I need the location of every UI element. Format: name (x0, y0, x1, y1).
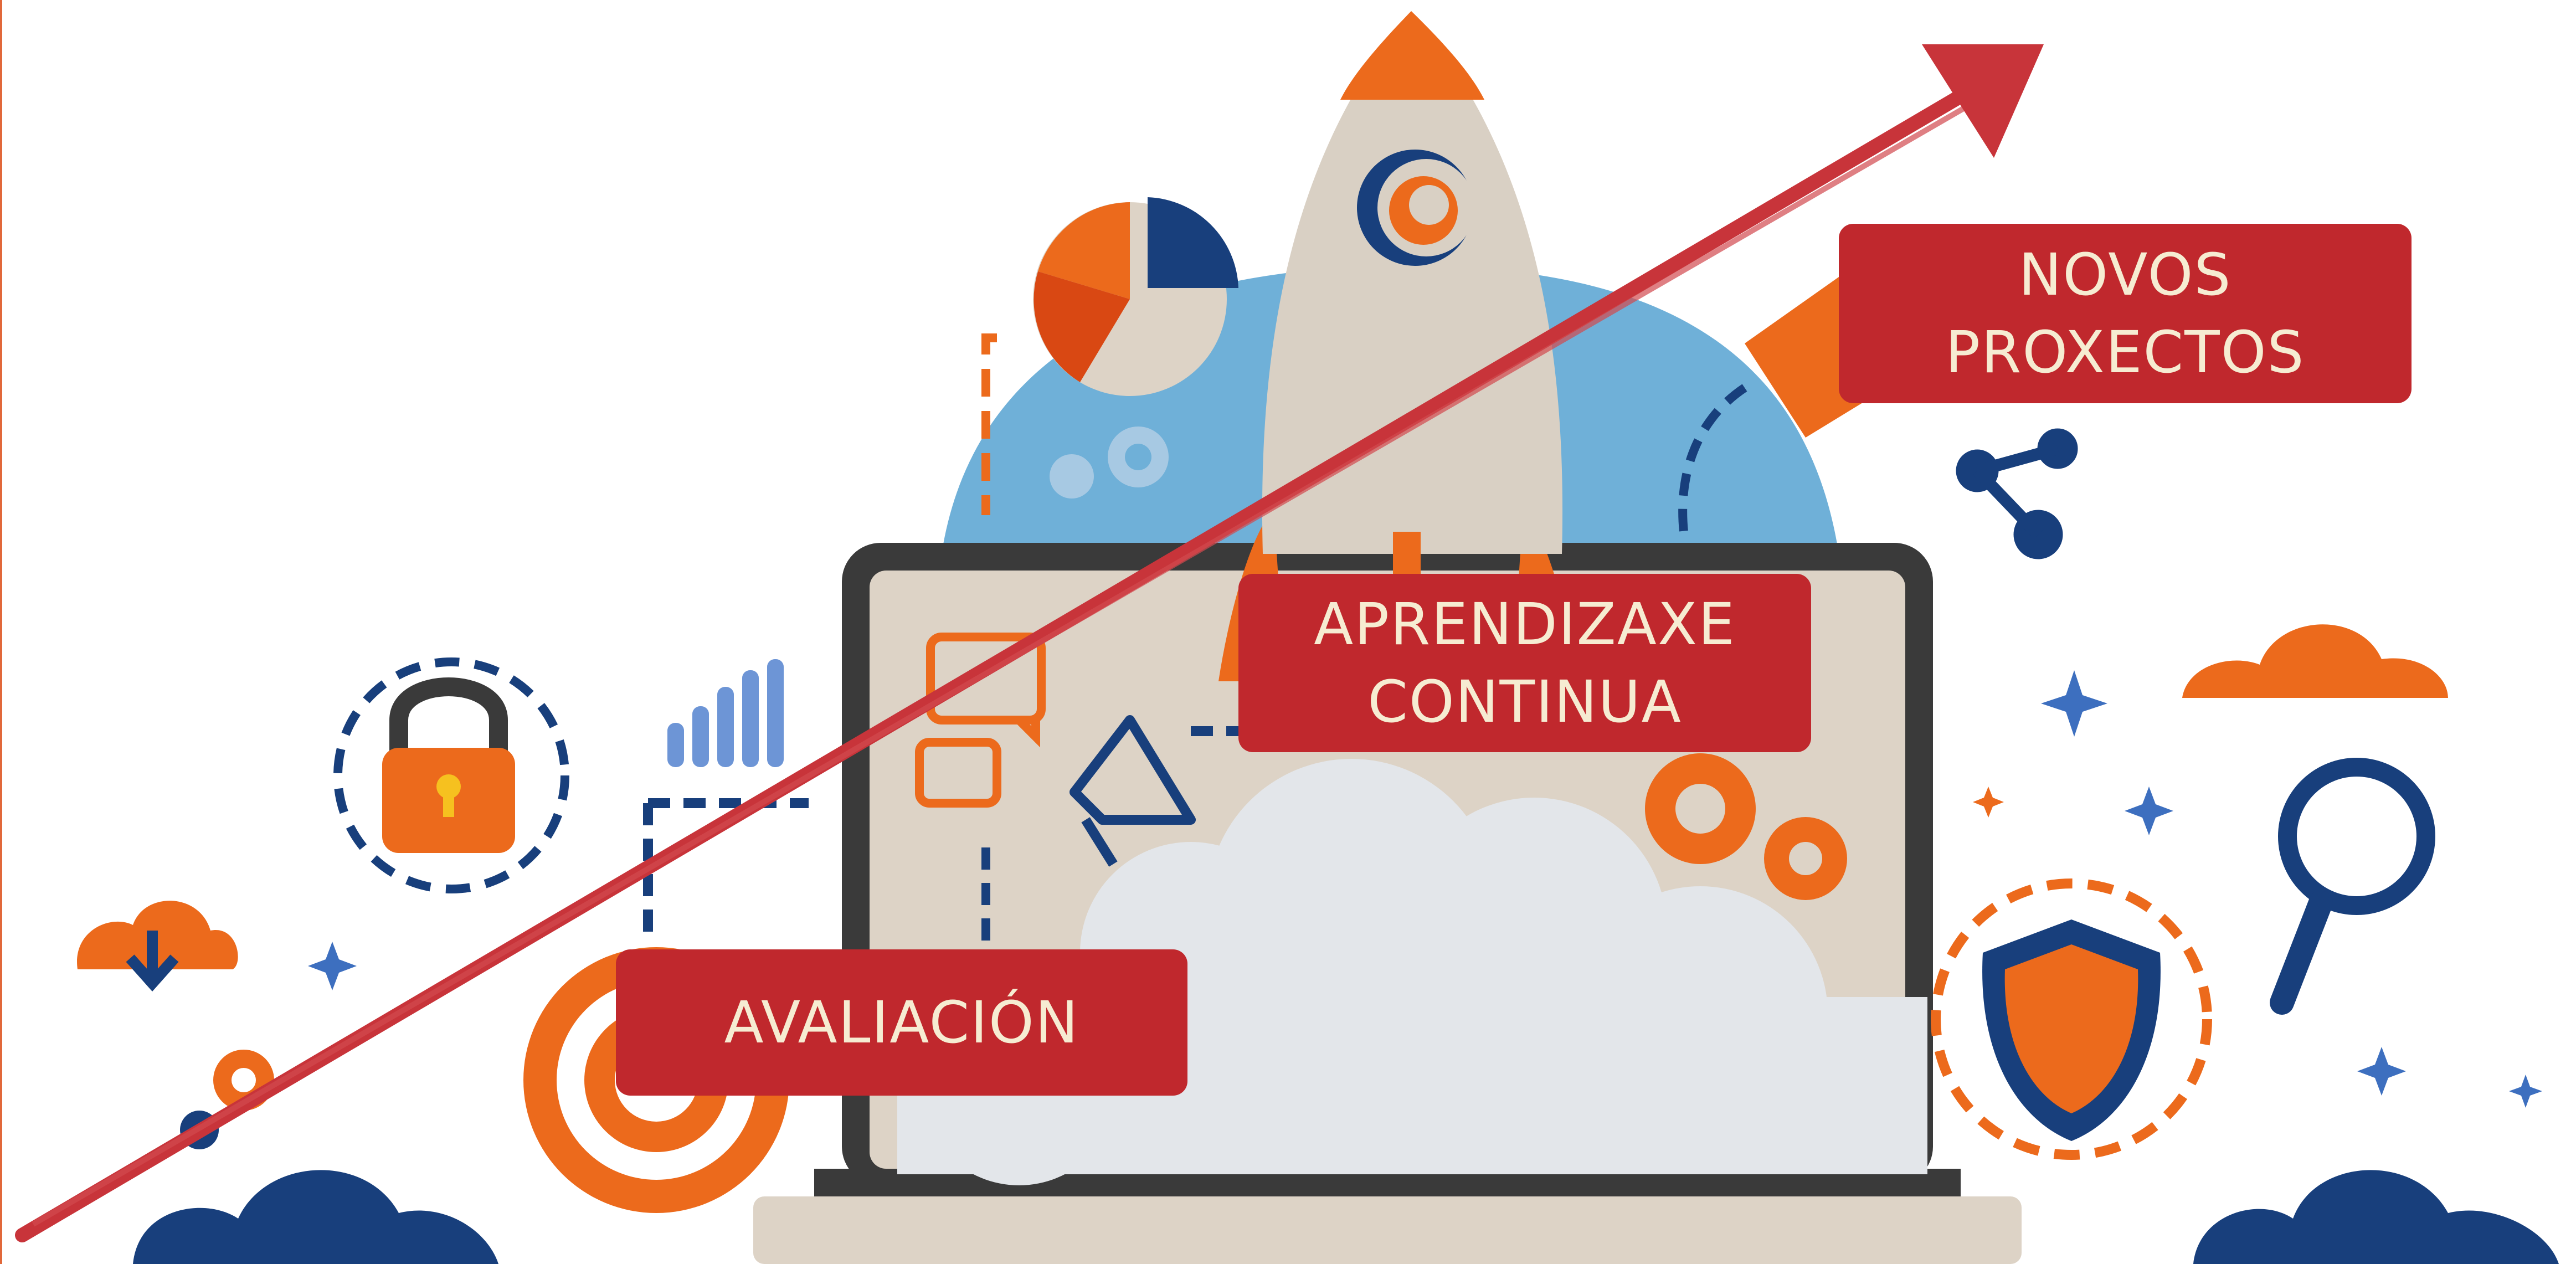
sparkle-icon (1973, 787, 2004, 818)
magnifier-icon (2270, 758, 2435, 1015)
pie-chart-icon (981, 197, 1238, 515)
bar-chart-icon (643, 659, 809, 936)
gear-icon (1050, 427, 1169, 499)
share-icon (1956, 428, 2078, 559)
aprendizaxe-continua-text: APRENDIZAXE CONTINUA (1314, 590, 1736, 736)
avaliacion-text: AVALIACIÓN (724, 989, 1079, 1056)
novos-proxectos-text: NOVOS PROXECTOS (1945, 241, 2305, 386)
shield-icon (1931, 878, 2212, 1160)
chat-bubble-icon (915, 633, 1046, 942)
aprendizaxe-continua-label: APRENDIZAXE CONTINUA (1238, 574, 1811, 752)
sparkle-icon (308, 670, 2542, 1108)
growth-arrow-icon (15, 44, 2044, 1242)
avaliacion-label: AVALIACIÓN (616, 949, 1187, 1096)
gear-icon (1645, 753, 1847, 900)
left-edge-line (0, 0, 2, 1264)
orange-cloud (2182, 624, 2448, 698)
navy-cloud (133, 1170, 2559, 1264)
cloud-download-icon (77, 901, 238, 992)
novos-proxectos-label: NOVOS PROXECTOS (1839, 224, 2412, 403)
padlock-icon (333, 657, 569, 893)
megaphone-icon (1070, 715, 1263, 867)
